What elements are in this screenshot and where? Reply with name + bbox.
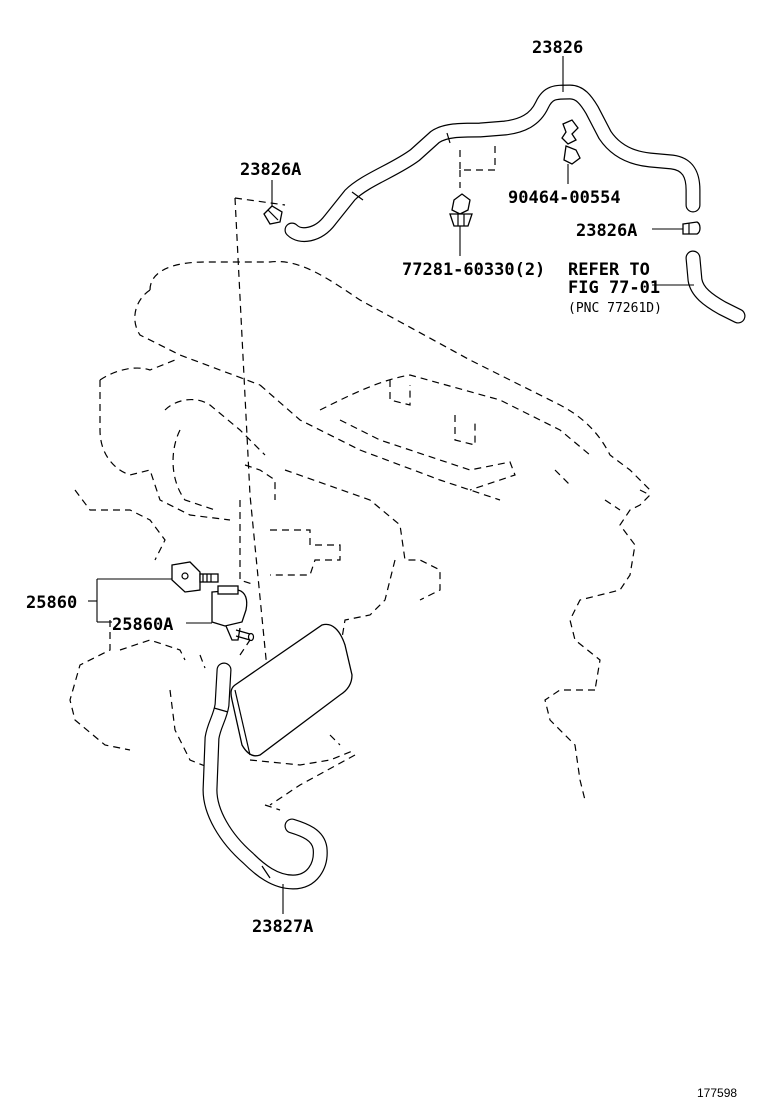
label-23826[interactable]: 23826 bbox=[532, 38, 583, 58]
refer-text-line1: REFER TO bbox=[568, 260, 650, 280]
label-23827a[interactable]: 23827A bbox=[252, 917, 313, 937]
callout-labels: 23826 23826A 90464-00554 23826A 77281-60… bbox=[26, 38, 737, 1100]
clamp-right-23826a bbox=[682, 221, 701, 235]
vsv-assembly bbox=[171, 561, 353, 757]
engine-outline bbox=[69, 145, 652, 811]
refer-text-line3: (PNC 77261D) bbox=[568, 301, 662, 316]
hose-refer-fig bbox=[685, 250, 746, 324]
label-25860[interactable]: 25860 bbox=[26, 593, 77, 613]
label-25860a[interactable]: 25860A bbox=[112, 615, 173, 635]
label-77281-60330[interactable]: 77281-60330(2) bbox=[402, 260, 545, 280]
hose-23827a bbox=[202, 662, 328, 890]
label-90464-00554[interactable]: 90464-00554 bbox=[508, 188, 621, 208]
refer-text-line2: FIG 77-01 bbox=[568, 278, 660, 298]
hose-23826 bbox=[284, 84, 701, 243]
figure-id: 177598 bbox=[697, 1086, 737, 1100]
leader-lines bbox=[88, 56, 694, 914]
clip-90464-00554 bbox=[561, 119, 581, 165]
clip-77281-60330 bbox=[449, 193, 473, 227]
label-23826a-left[interactable]: 23826A bbox=[240, 160, 301, 180]
clamp-left-23826a bbox=[263, 205, 283, 225]
label-23826a-right[interactable]: 23826A bbox=[576, 221, 637, 241]
